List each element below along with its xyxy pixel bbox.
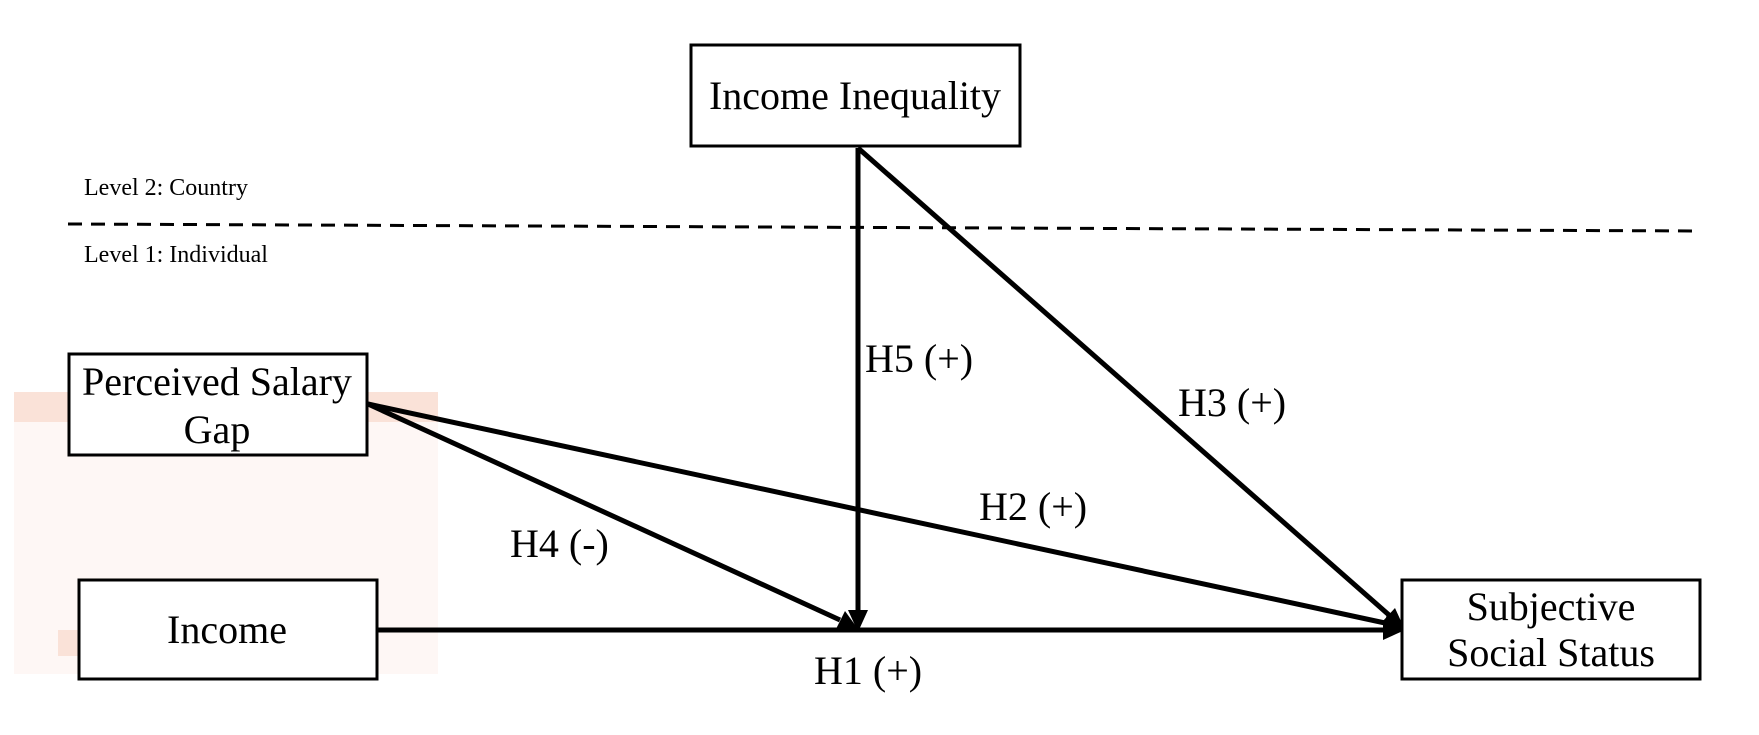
path-h4 <box>366 401 858 629</box>
box-perceived-salary-gap: Perceived Salary Gap <box>67 352 369 457</box>
income-inequality-label: Income Inequality <box>709 73 1001 118</box>
income-label: Income <box>167 607 287 652</box>
path-h3 <box>856 146 1405 630</box>
perceived-salary-gap-label-line1: Perceived Salary <box>82 359 352 404</box>
level-1-label: Level 1: Individual <box>84 242 268 268</box>
h4-label: H4 (-) <box>510 521 609 566</box>
h2-label: H2 (+) <box>979 484 1087 529</box>
subjective-social-status-label-line1: Subjective <box>1467 584 1636 629</box>
level-2-label: Level 2: Country <box>84 175 248 201</box>
h1-label: H1 (+) <box>814 648 922 693</box>
path-h5 <box>848 148 868 632</box>
level-divider <box>67 222 1701 233</box>
box-income: Income <box>77 578 379 681</box>
box-income-inequality: Income Inequality <box>689 43 1022 148</box>
subjective-social-status-label-line2: Social Status <box>1447 630 1655 675</box>
path-h2 <box>367 401 1405 633</box>
path-h1 <box>378 620 1405 640</box>
h5-label: H5 (+) <box>865 336 973 381</box>
box-subjective-social-status: Subjective Social Status <box>1400 578 1702 681</box>
h3-label: H3 (+) <box>1178 380 1286 425</box>
perceived-salary-gap-label-line2: Gap <box>184 407 251 452</box>
